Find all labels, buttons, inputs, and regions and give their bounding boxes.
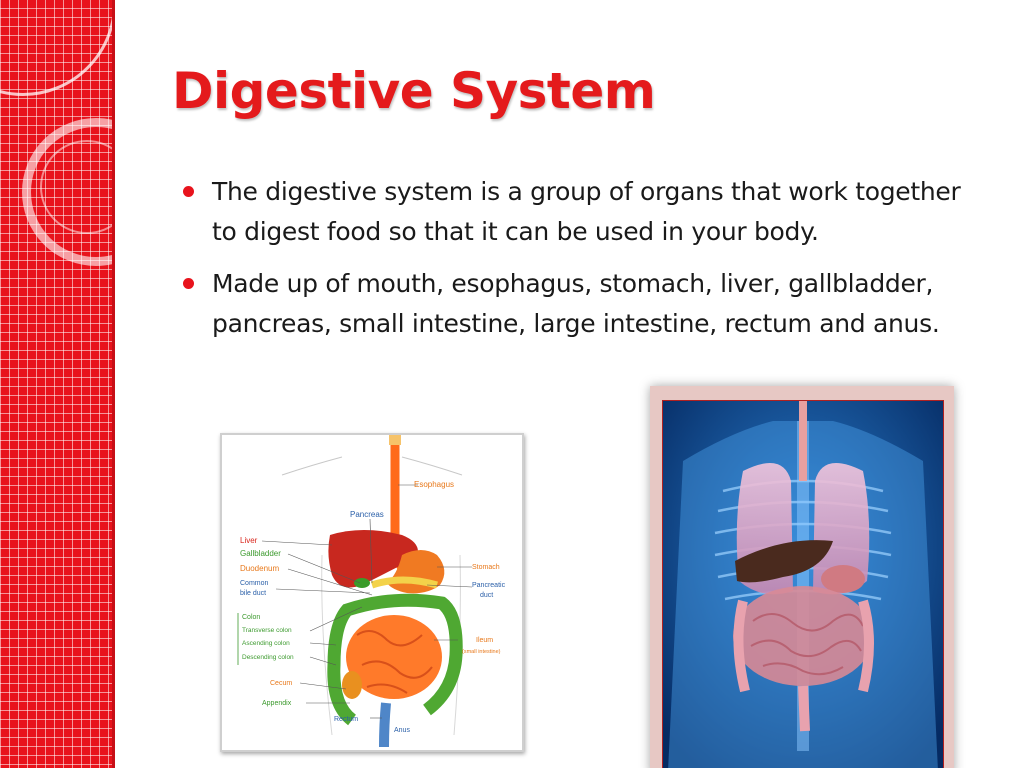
decorative-arc bbox=[0, 0, 112, 96]
red-dot-icon bbox=[183, 278, 194, 289]
label-gallbladder: Gallbladder bbox=[240, 549, 281, 558]
label-pancreas: Pancreas bbox=[350, 510, 384, 519]
decorative-side-band bbox=[0, 0, 112, 768]
label-stomach: Stomach bbox=[472, 564, 500, 571]
bullet-text: The digestive system is a group of organ… bbox=[212, 177, 961, 246]
label-liver: Liver bbox=[240, 536, 258, 545]
bullet-item: Made up of mouth, esophagus, stomach, li… bbox=[180, 264, 992, 344]
label-small-intestine: (small intestine) bbox=[462, 649, 501, 655]
label-appendix: Appendix bbox=[262, 700, 292, 707]
bullet-item: The digestive system is a group of organ… bbox=[180, 172, 992, 252]
bullet-list: The digestive system is a group of organ… bbox=[180, 172, 992, 356]
band-edge bbox=[112, 0, 115, 768]
label-transverse-colon: Transverse colon bbox=[242, 627, 292, 634]
label-ileum: Ileum bbox=[476, 637, 493, 644]
label-pancreatic-duct: duct bbox=[480, 592, 493, 599]
bullet-text: Made up of mouth, esophagus, stomach, li… bbox=[212, 269, 940, 338]
slide-title: Digestive System bbox=[172, 62, 656, 120]
label-colon: Colon bbox=[242, 614, 260, 621]
label-common-bile-duct: bile duct bbox=[240, 590, 266, 597]
torso-illustration-frame bbox=[650, 386, 954, 768]
digestive-diagram: Esophagus Pancreas Liver Gallbladder Duo… bbox=[220, 433, 524, 752]
label-rectum: Rectum bbox=[334, 716, 358, 723]
red-dot-icon bbox=[183, 186, 194, 197]
label-ascending-colon: Ascending colon bbox=[242, 640, 290, 647]
label-common-bile-duct: Common bbox=[240, 580, 269, 587]
label-duodenum: Duodenum bbox=[240, 564, 279, 573]
label-pancreatic-duct: Pancreatic bbox=[472, 582, 506, 589]
torso-illustration bbox=[662, 400, 944, 768]
label-esophagus: Esophagus bbox=[414, 480, 454, 489]
label-descending-colon: Descending colon bbox=[242, 654, 294, 661]
label-anus: Anus bbox=[394, 727, 410, 734]
label-cecum: Cecum bbox=[270, 680, 292, 687]
torso-illustration-svg bbox=[663, 401, 943, 768]
digestive-diagram-svg: Esophagus Pancreas Liver Gallbladder Duo… bbox=[237, 435, 506, 748]
